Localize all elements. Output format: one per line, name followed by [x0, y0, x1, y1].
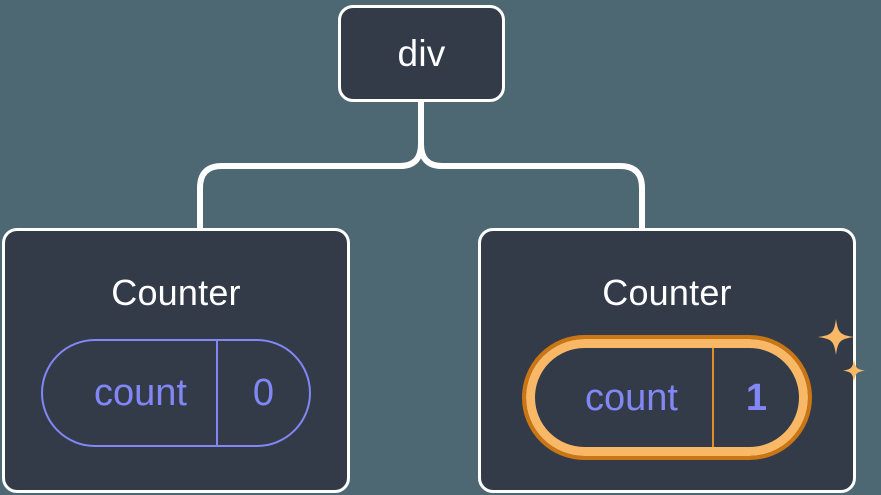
state-pill-divider-right: [712, 348, 714, 447]
node-counter-left-title: Counter: [111, 272, 241, 313]
node-counter-left[interactable]: Counter count 0: [2, 228, 350, 493]
state-pill-wrapper-left: count 0: [41, 339, 311, 447]
state-value-left: 0: [252, 372, 275, 414]
connector-branch-left: [197, 141, 424, 231]
node-div-label: div: [397, 33, 446, 74]
state-pill-left[interactable]: count 0: [41, 339, 311, 447]
node-counter-right[interactable]: Counter count 1: [478, 228, 865, 493]
state-pill-wrapper-right: count 1: [522, 319, 865, 460]
state-pill-divider-left: [216, 341, 218, 445]
node-div[interactable]: div: [338, 5, 505, 102]
sparkle-small-icon: [843, 359, 865, 382]
state-key-right: count: [585, 376, 678, 419]
sparkle-large-icon: [818, 319, 854, 355]
state-key-left: count: [94, 372, 187, 414]
state-value-right: 1: [745, 376, 768, 419]
state-pill-right[interactable]: count 1: [522, 335, 812, 460]
connector-branch-right: [418, 141, 645, 231]
node-counter-right-title: Counter: [602, 272, 732, 313]
sparkle-icon: [818, 319, 865, 382]
